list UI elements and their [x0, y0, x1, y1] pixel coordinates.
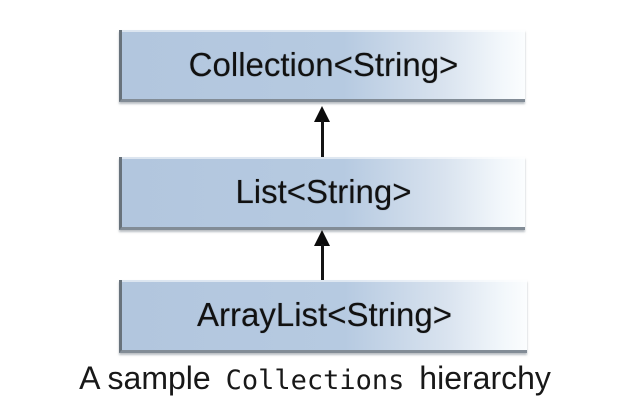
caption-code-collections: Collections: [225, 365, 405, 396]
inheritance-arrow-list-to-collection: [313, 106, 331, 157]
node-list-string: List<String>: [119, 157, 525, 230]
arrow-shaft: [320, 244, 324, 280]
node-label: ArrayList<String>: [197, 296, 452, 333]
node-label: List<String>: [235, 173, 412, 210]
caption-suffix: hierarchy: [410, 360, 551, 396]
node-collection-string: Collection<String>: [119, 30, 525, 102]
figure-caption: A sample Collections hierarchy: [0, 360, 630, 397]
arrow-shaft: [320, 120, 324, 157]
inheritance-arrow-arraylist-to-list: [313, 230, 331, 280]
arrow-up-icon: [314, 106, 330, 122]
node-label: Collection<String>: [188, 45, 459, 83]
caption-prefix: A sample: [79, 360, 220, 396]
arrow-up-icon: [314, 230, 330, 246]
node-arraylist-string: ArrayList<String>: [119, 280, 527, 353]
